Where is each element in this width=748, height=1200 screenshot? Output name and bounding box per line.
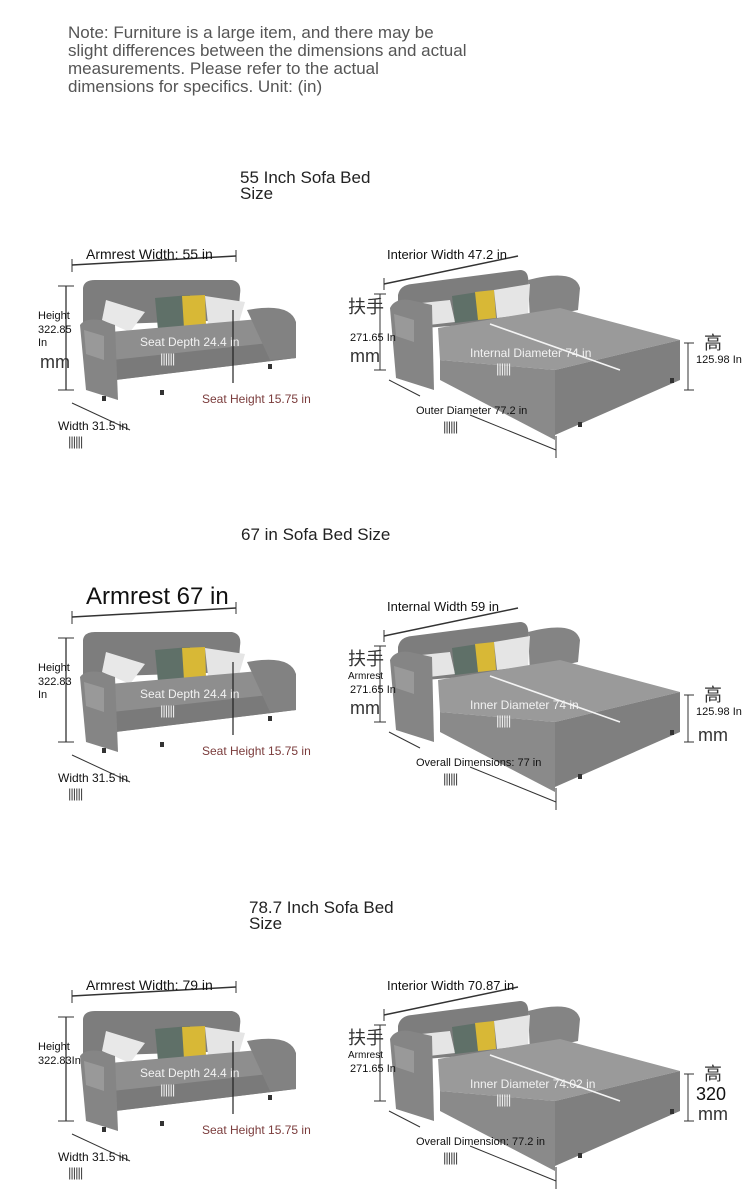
bed-height-value: 125.98 In — [696, 706, 742, 718]
tick-marks: |||||| — [68, 786, 83, 801]
tick-marks: |||||| — [160, 1082, 175, 1097]
bed-height-value: 320 — [696, 1084, 727, 1104]
tick-marks: |||||| — [496, 713, 511, 728]
seat-depth-label: Seat Depth 24.4 in — [140, 687, 240, 701]
width-label: Width 31.5 in — [58, 771, 129, 785]
tick-marks: |||||| — [160, 351, 175, 366]
height-label: Height — [38, 310, 70, 322]
sofa-size-section: Armrest Width: 79 in Height 322.83In Sea… — [0, 971, 748, 1200]
height-value: 322.83 In — [38, 676, 72, 701]
interior-width-label: Internal Width 59 in — [387, 599, 500, 614]
height-label: Height — [38, 662, 70, 674]
tick-marks: |||||| — [443, 771, 458, 786]
closed-sofa-illustration — [58, 250, 296, 431]
armrest-cjk-label: 扶手 — [348, 297, 384, 317]
seat-depth-label: Seat Depth 24.4 in — [140, 1066, 240, 1080]
armrest-width-label: Armrest Width: 79 in — [86, 977, 213, 993]
armrest-height-unit: mm — [350, 698, 380, 718]
seat-height-label: Seat Height 15.75 in — [202, 392, 311, 406]
bed-height-unit: mm — [698, 1104, 728, 1124]
tick-marks: |||||| — [68, 434, 83, 449]
armrest-cjk-label: 扶手 — [348, 649, 384, 669]
armrest-height-unit: mm — [350, 346, 380, 366]
outer-dimension-label: Overall Dimensions: 77 in — [416, 757, 542, 769]
height-value: 322.83In — [38, 1055, 81, 1067]
bed-height-value: 125.98 In — [696, 354, 742, 366]
open-sofa-bed-illustration — [374, 607, 694, 810]
seat-height-label: Seat Height 15.75 in — [202, 1123, 311, 1137]
seat-depth-label: Seat Depth 24.4 in — [140, 335, 240, 349]
seat-height-label: Seat Height 15.75 in — [202, 744, 311, 758]
armrest-cjk-label: 扶手 — [348, 1028, 384, 1048]
open-sofa-bed-illustration — [374, 986, 694, 1189]
outer-dimension-label: Outer Diameter 77.2 in — [416, 405, 528, 417]
tick-marks: |||||| — [496, 1092, 511, 1107]
closed-sofa-illustration — [58, 602, 296, 783]
armrest-width-label: Armrest 67 in — [86, 583, 229, 610]
height-unit: mm — [40, 352, 70, 372]
tick-marks: |||||| — [496, 361, 511, 376]
sofa-size-section: Armrest 67 in Height 322.83 In Seat Dept… — [0, 584, 748, 822]
section-title: 78.7 Inch Sofa Bed Size — [249, 898, 394, 933]
inner-diameter-label: Inner Diameter 74.02 in — [470, 1077, 596, 1091]
tick-marks: |||||| — [443, 1150, 458, 1165]
width-label: Width 31.5 in — [58, 419, 129, 433]
armrest-height-value: 271.65 In — [350, 684, 396, 696]
height-label: Height — [38, 1041, 70, 1053]
open-sofa-bed-illustration — [374, 255, 694, 458]
armrest-en-label: Armrest — [348, 1050, 383, 1061]
armrest-height-value: 271.65 In — [350, 1063, 396, 1075]
armrest-width-label: Armrest Width: 55 in — [86, 246, 213, 262]
closed-sofa-illustration — [58, 981, 296, 1162]
section-title: 67 in Sofa Bed Size — [241, 525, 391, 544]
height-value: 322.85 In — [38, 324, 72, 349]
height-cjk-label: 高 — [704, 1064, 722, 1084]
tick-marks: |||||| — [68, 1165, 83, 1180]
outer-dimension-label: Overall Dimension: 77.2 in — [416, 1136, 546, 1148]
measurement-note: Note: Furniture is a large item, and the… — [68, 23, 467, 96]
tick-marks: |||||| — [443, 419, 458, 434]
inner-diameter-label: Internal Diameter 74 in — [470, 346, 592, 360]
armrest-height-value: 271.65 In — [350, 332, 396, 344]
inner-diameter-label: Inner Diameter 74 in — [470, 698, 579, 712]
tick-marks: |||||| — [160, 703, 175, 718]
interior-width-label: Interior Width 70.87 in — [387, 978, 515, 993]
height-cjk-label: 高 — [704, 685, 722, 705]
width-label: Width 31.5 in — [58, 1150, 129, 1164]
sofa-size-section: Armrest Width: 55 in Height 322.85 In mm… — [0, 240, 748, 470]
section-title: 55 Inch Sofa Bed Size — [240, 168, 371, 203]
height-cjk-label: 高 — [704, 333, 722, 353]
armrest-en-label: Armrest — [348, 671, 383, 682]
bed-height-unit: mm — [698, 725, 728, 745]
interior-width-label: Interior Width 47.2 in — [387, 247, 507, 262]
